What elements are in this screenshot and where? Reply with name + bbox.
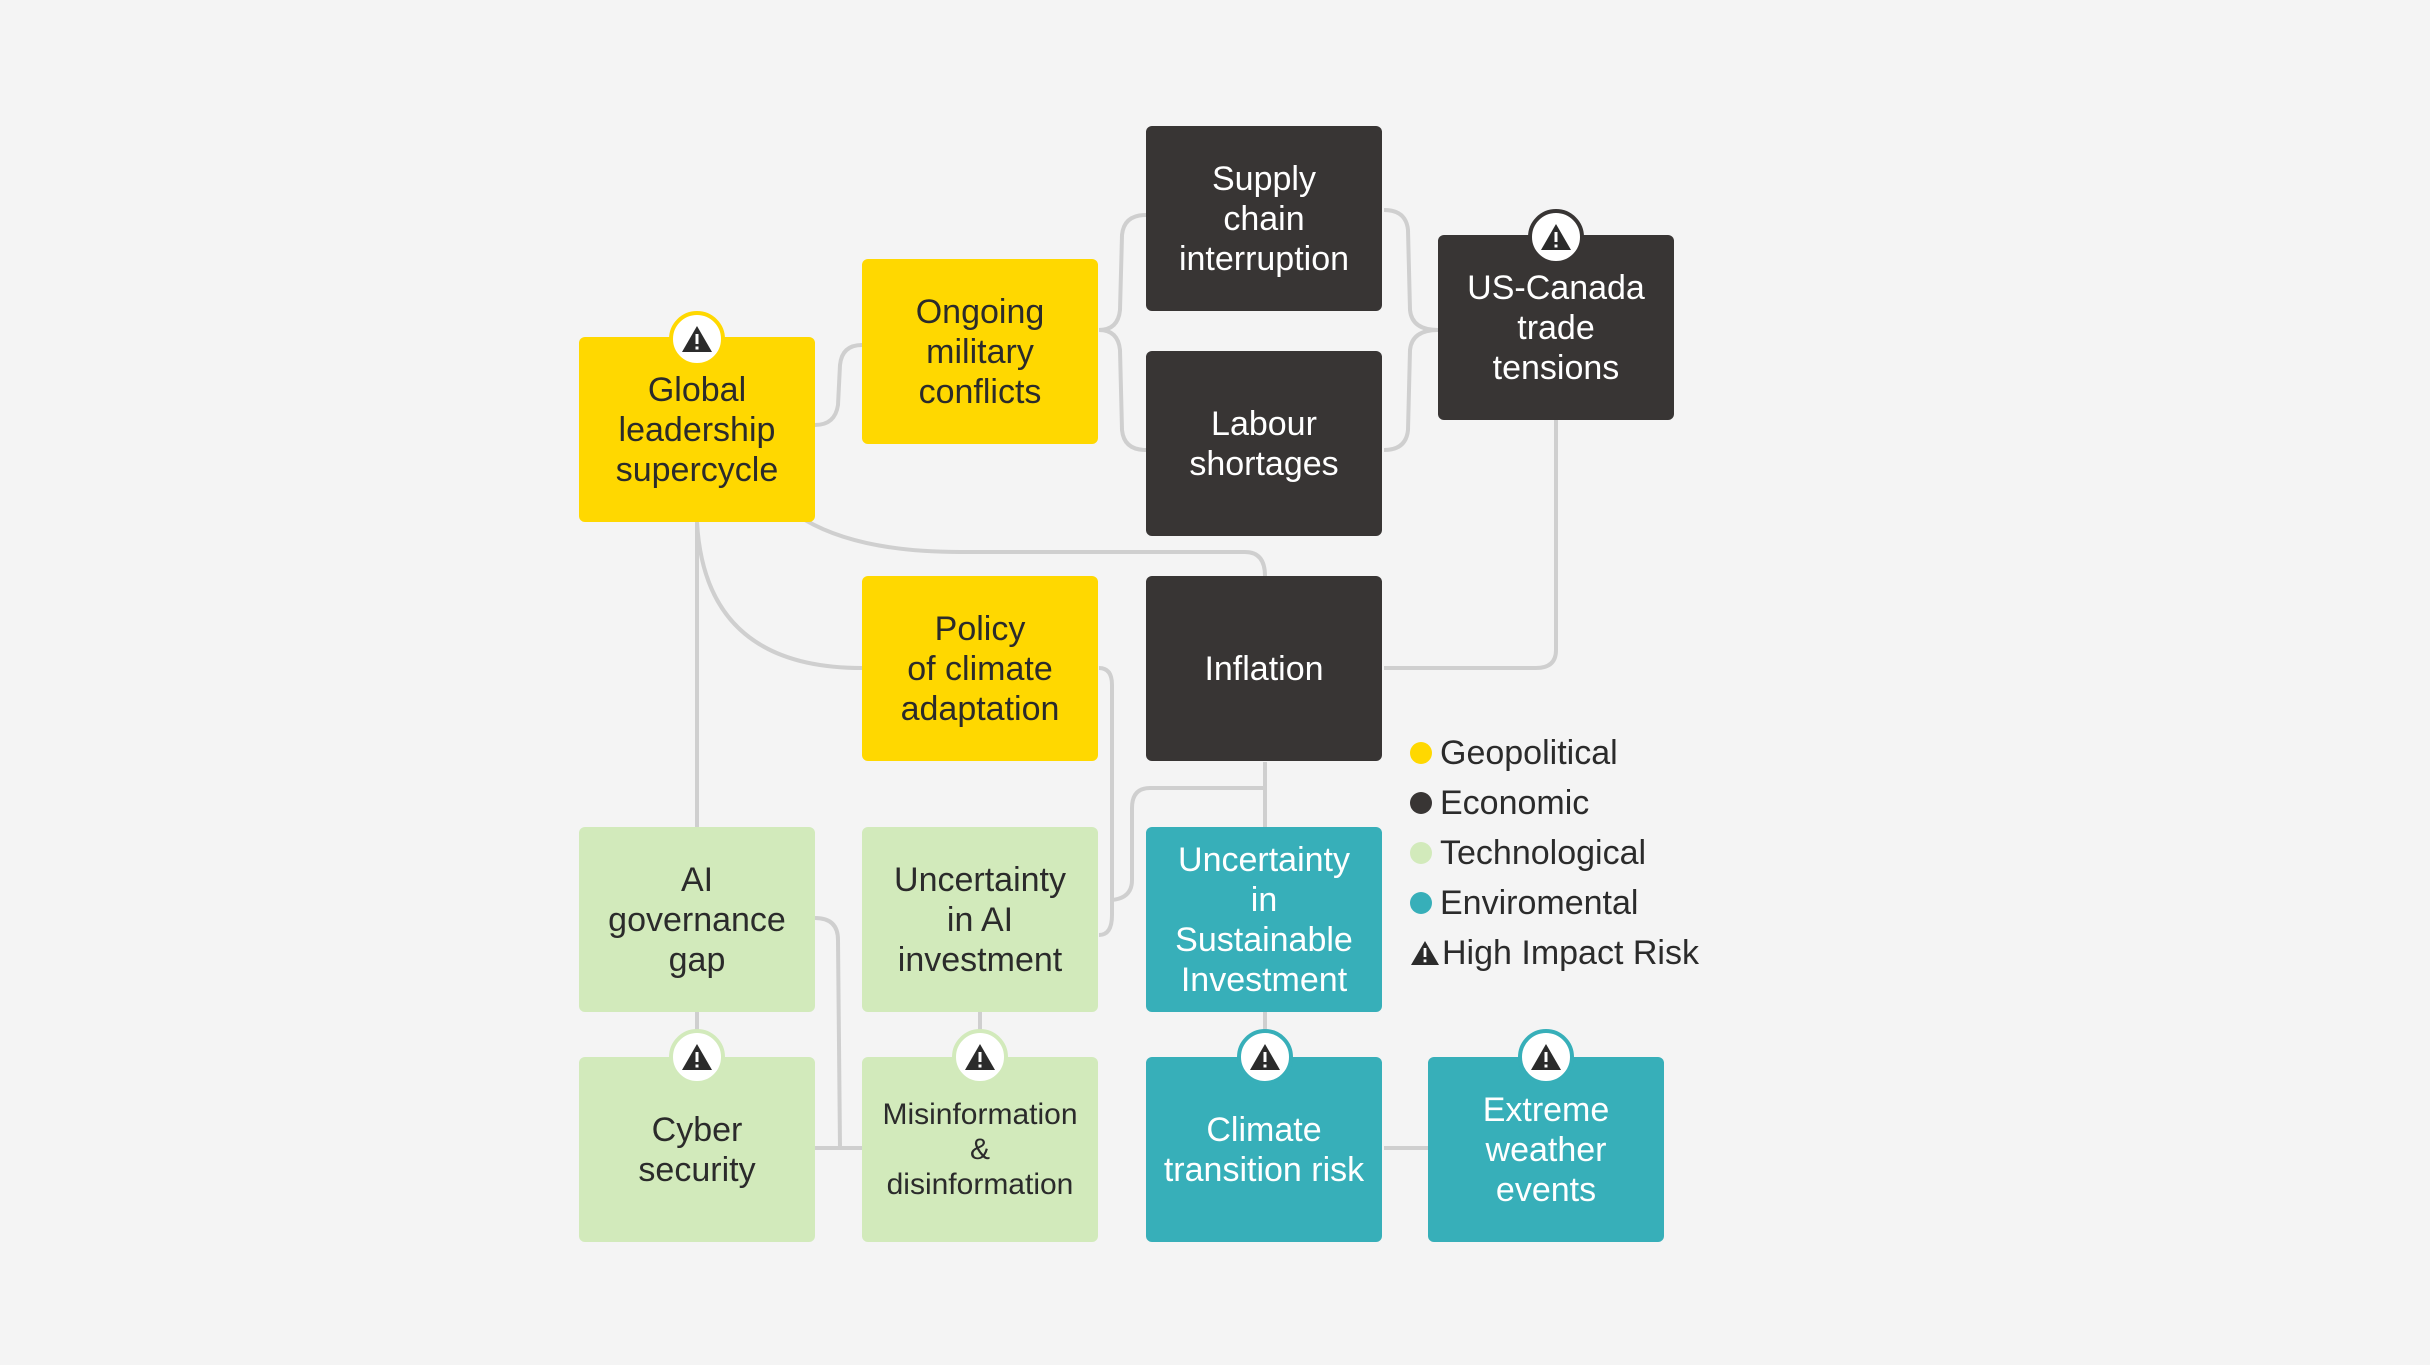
- warning-icon: [952, 1029, 1008, 1085]
- node-uncertainty-in-ai-investment: Uncertainty in AI investment: [862, 827, 1098, 1012]
- legend-item-technological: Technological: [1410, 828, 1699, 878]
- connector-leadership-military: [814, 343, 863, 427]
- node-ai-governance-gap: AI governance gap: [579, 827, 815, 1012]
- warning-icon: [1528, 209, 1584, 265]
- warning-icon: [669, 311, 725, 367]
- node-us-canada-trade-tensions: US-Canada trade tensions: [1438, 235, 1674, 420]
- connector-aigov-misinfo: [814, 916, 862, 1150]
- node-inflation: Inflation: [1146, 576, 1382, 761]
- connector-policy-aiinvest: [1098, 666, 1114, 937]
- connector-military-supply: [1098, 213, 1147, 332]
- connector-military-labour: [1098, 328, 1147, 452]
- node-global-leadership-supercycle: Global leadership supercycle: [579, 337, 815, 522]
- warning-icon: [1411, 941, 1439, 965]
- economic-dot-icon: [1410, 792, 1432, 814]
- legend-label: High Impact Risk: [1442, 933, 1699, 972]
- warning-icon: [669, 1029, 725, 1085]
- node-extreme-weather-events: Extreme weather events: [1428, 1057, 1664, 1242]
- environmental-dot-icon: [1410, 892, 1432, 914]
- node-misinformation-disinformation: Misinformation & disinformation: [862, 1057, 1098, 1242]
- node-policy-of-climate-adaptation: Policy of climate adaptation: [862, 576, 1098, 761]
- connector-supply-uscanada: [1383, 208, 1439, 332]
- connector-inflation-aiinvest: [1111, 762, 1267, 902]
- node-labour-shortages: Labour shortages: [1146, 351, 1382, 536]
- warning-icon: [1518, 1029, 1574, 1085]
- connector-uscanada-inflation: [1384, 420, 1558, 670]
- node-ongoing-military-conflicts: Ongoing military conflicts: [862, 259, 1098, 444]
- legend-item-high-impact: High Impact Risk: [1410, 928, 1699, 978]
- legend: Geopolitical Economic Technological Envi…: [1410, 728, 1699, 978]
- legend-label: Economic: [1440, 783, 1590, 822]
- connector-labour-uscanada: [1383, 328, 1439, 452]
- node-uncertainty-in-sustainable-investment: Uncertainty in Sustainable Investment: [1146, 827, 1382, 1012]
- technological-dot-icon: [1410, 842, 1432, 864]
- connector-leadership-inflation: [803, 518, 1267, 577]
- legend-item-economic: Economic: [1410, 778, 1699, 828]
- node-climate-transition-risk: Climate transition risk: [1146, 1057, 1382, 1242]
- node-supply-chain-interruption: Supply chain interruption: [1146, 126, 1382, 311]
- legend-label: Geopolitical: [1440, 733, 1618, 772]
- node-cyber-security: Cyber security: [579, 1057, 815, 1242]
- legend-item-environmental: Enviromental: [1410, 878, 1699, 928]
- legend-label: Enviromental: [1440, 883, 1639, 922]
- warning-icon: [1237, 1029, 1293, 1085]
- legend-item-geopolitical: Geopolitical: [1410, 728, 1699, 778]
- connector-leadership-policy: [695, 521, 863, 670]
- legend-label: Technological: [1440, 833, 1647, 872]
- geopolitical-dot-icon: [1410, 742, 1432, 764]
